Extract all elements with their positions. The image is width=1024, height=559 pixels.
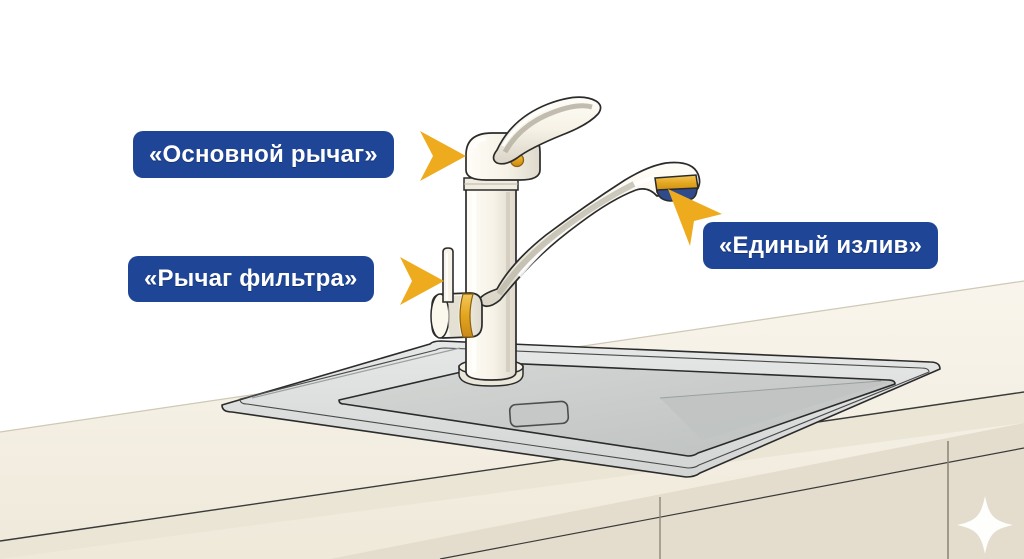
- callout-main-lever[interactable]: «Основной рычаг»: [133, 131, 394, 178]
- kitchen-faucet: [430, 96, 701, 387]
- faucet-main-lever: [492, 96, 602, 165]
- filter-lever-gold-ring: [459, 293, 474, 338]
- pointer-arrow-single-spout: [668, 189, 722, 246]
- faucet-collar: [463, 177, 519, 191]
- sink-overflow-plate: [508, 400, 570, 428]
- sparkle-icon: [957, 496, 1013, 554]
- faucet-spout: [478, 161, 701, 308]
- callout-filter-lever[interactable]: «Рычаг фильтра»: [128, 256, 374, 302]
- callout-single-spout[interactable]: «Единый излив»: [703, 222, 939, 269]
- cabinet-fronts: [330, 423, 1024, 559]
- filter-lever: [430, 247, 483, 339]
- pointer-arrow-filter-lever: [400, 257, 444, 305]
- pointer-arrow-main-lever: [420, 131, 466, 181]
- kitchen-sink: [221, 340, 941, 478]
